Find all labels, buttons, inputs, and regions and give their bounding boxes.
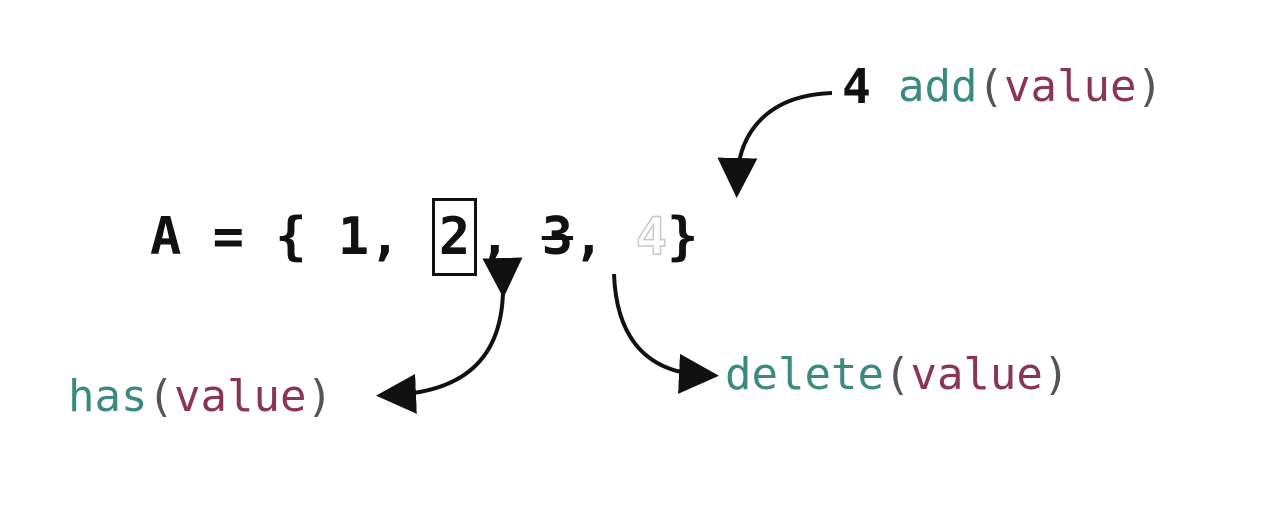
close-paren: )	[306, 371, 333, 422]
fn-name: add	[898, 61, 978, 112]
fn-arg: value	[910, 349, 1043, 400]
delete-arrow	[612, 273, 719, 394]
add-value-label: 4	[842, 59, 871, 115]
delete-function-label: delete(value)	[725, 350, 1069, 400]
fn-name: has	[68, 371, 148, 422]
equals-sign: =	[212, 207, 244, 267]
fn-name: delete	[725, 349, 884, 400]
open-paren: (	[147, 371, 174, 422]
open-paren: (	[883, 349, 911, 400]
open-brace: {	[275, 207, 307, 267]
close-brace: }	[667, 207, 699, 267]
element-2-highlighted: 2	[431, 198, 478, 276]
element-4-added: 4	[635, 206, 668, 268]
element-1: 1	[337, 207, 370, 267]
has-function-label: has(value)	[68, 372, 333, 422]
add-function-label: add(value)	[898, 62, 1163, 112]
element-3-deleted: 3	[541, 207, 574, 267]
comma: ,	[573, 207, 605, 267]
close-paren: )	[1136, 61, 1163, 112]
fn-arg: value	[173, 371, 307, 422]
set-expression: A = { 1, 2, 3, 4}	[150, 198, 698, 276]
has-arrow	[376, 257, 523, 414]
comma: ,	[479, 207, 511, 267]
set-name: A	[150, 207, 182, 267]
fn-arg: value	[1003, 61, 1137, 112]
open-paren: (	[977, 61, 1004, 112]
comma: ,	[369, 207, 401, 267]
close-paren: )	[1042, 349, 1070, 400]
add-arrow	[717, 91, 833, 198]
